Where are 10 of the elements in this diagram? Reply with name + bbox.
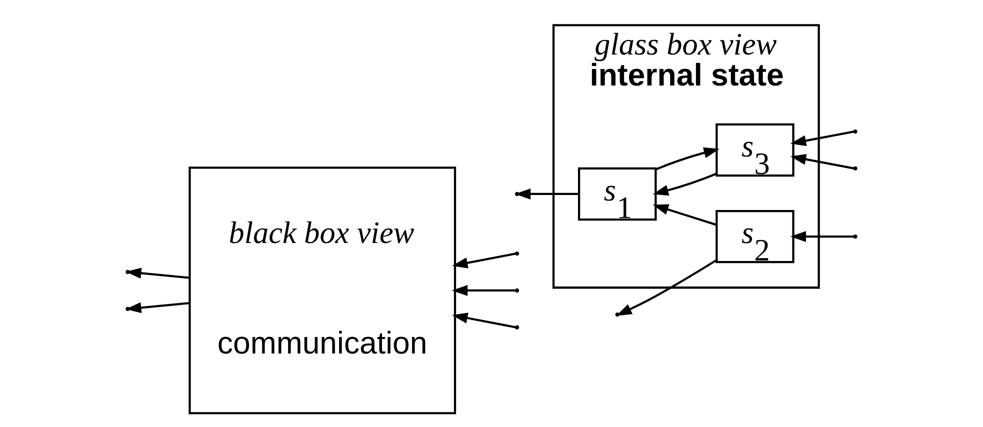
arrow <box>652 204 717 226</box>
arrow <box>655 147 720 170</box>
arrow <box>452 252 516 268</box>
arrow <box>652 172 717 196</box>
arrow <box>452 312 516 328</box>
arrow <box>452 284 516 296</box>
node-box: black box view communication <box>188 166 456 414</box>
arrow <box>790 231 854 242</box>
arrow <box>790 154 854 170</box>
arrow <box>790 130 854 146</box>
